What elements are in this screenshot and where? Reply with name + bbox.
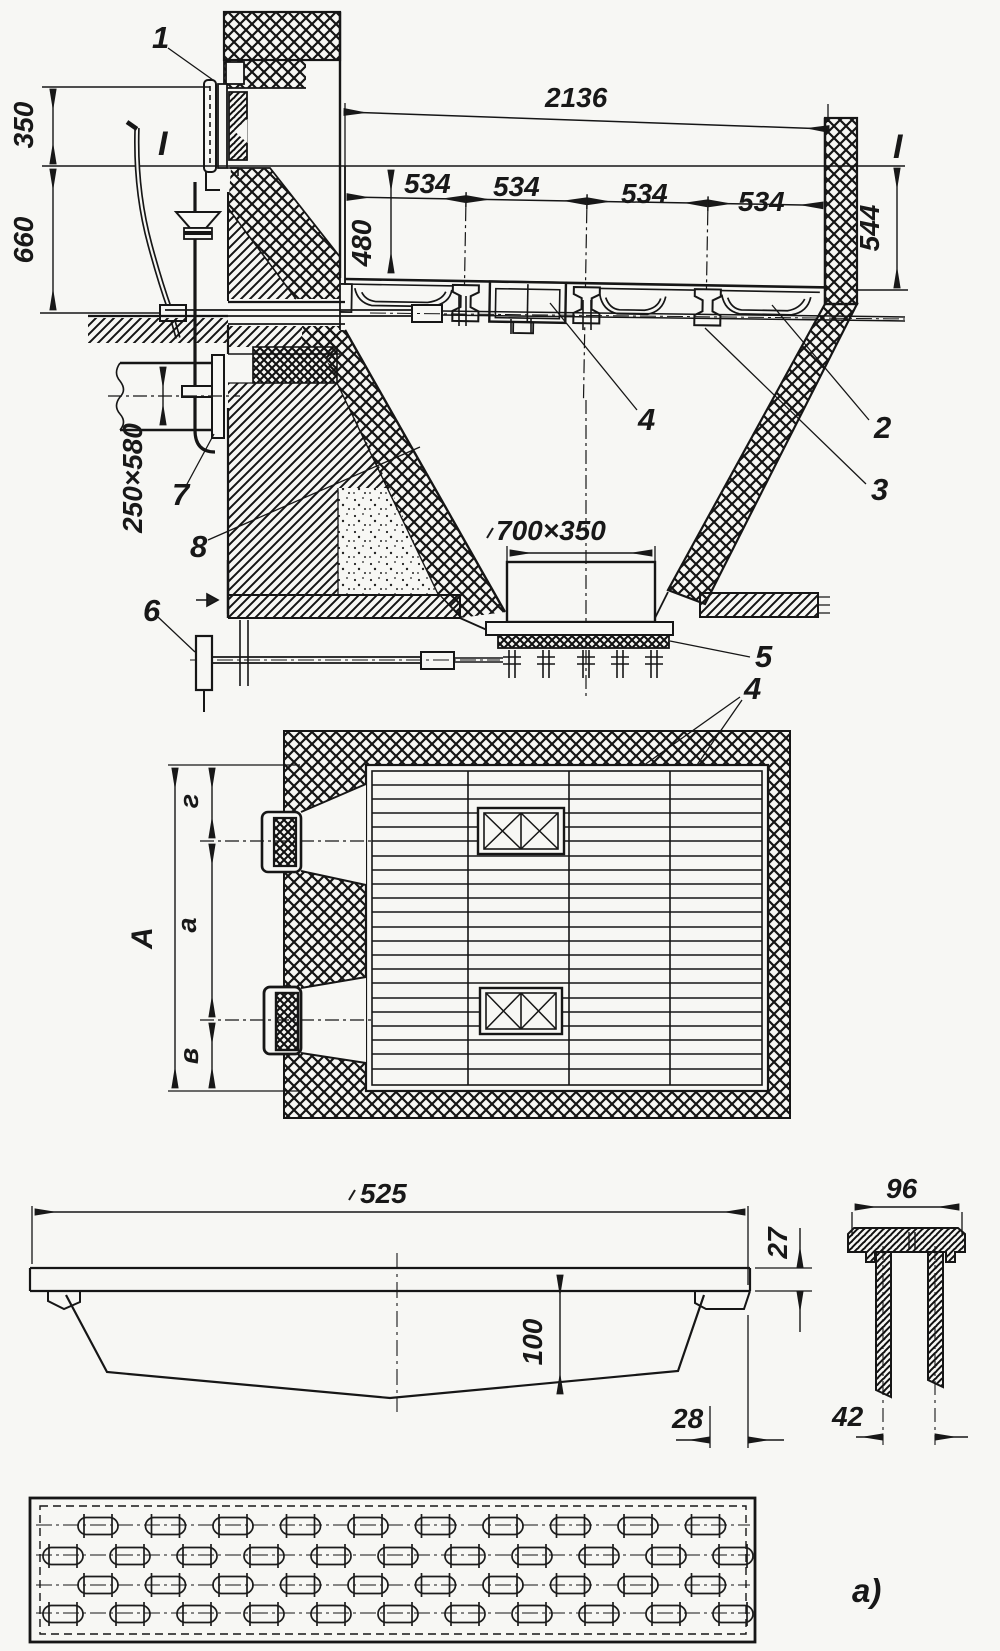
svg-text:а: а bbox=[172, 917, 202, 932]
svg-text:5: 5 bbox=[755, 639, 773, 674]
svg-text:534: 534 bbox=[493, 171, 540, 202]
svg-text:4: 4 bbox=[637, 402, 655, 437]
svg-text:в: в bbox=[174, 1048, 204, 1064]
svg-text:700×350: 700×350 bbox=[496, 515, 606, 546]
svg-text:8: 8 bbox=[190, 529, 208, 564]
svg-text:а): а) bbox=[852, 1572, 881, 1609]
svg-text:100: 100 bbox=[517, 1318, 548, 1365]
svg-text:I: I bbox=[158, 125, 169, 163]
svg-text:27: 27 bbox=[762, 1226, 793, 1260]
svg-text:А: А bbox=[126, 927, 159, 950]
svg-text:250×580: 250×580 bbox=[117, 423, 148, 534]
svg-text:350: 350 bbox=[8, 101, 39, 148]
svg-text:I: I bbox=[893, 128, 904, 166]
svg-text:28: 28 bbox=[671, 1403, 704, 1434]
svg-text:1: 1 bbox=[152, 20, 169, 55]
svg-text:96: 96 bbox=[886, 1173, 918, 1204]
svg-text:544: 544 bbox=[854, 204, 885, 251]
svg-text:534: 534 bbox=[621, 178, 668, 209]
svg-text:42: 42 bbox=[831, 1401, 864, 1432]
svg-text:660: 660 bbox=[8, 216, 39, 263]
svg-text:534: 534 bbox=[404, 168, 451, 199]
svg-text:480: 480 bbox=[346, 219, 377, 267]
svg-text:2136: 2136 bbox=[544, 82, 608, 113]
svg-text:3: 3 bbox=[871, 472, 888, 507]
svg-text:534: 534 bbox=[738, 186, 785, 217]
svg-text:6: 6 bbox=[143, 593, 161, 628]
svg-text:2: 2 bbox=[873, 410, 891, 445]
svg-text:525: 525 bbox=[360, 1178, 407, 1209]
svg-text:4: 4 bbox=[743, 671, 761, 706]
svg-text:г: г bbox=[174, 794, 204, 808]
svg-text:7: 7 bbox=[172, 477, 191, 512]
